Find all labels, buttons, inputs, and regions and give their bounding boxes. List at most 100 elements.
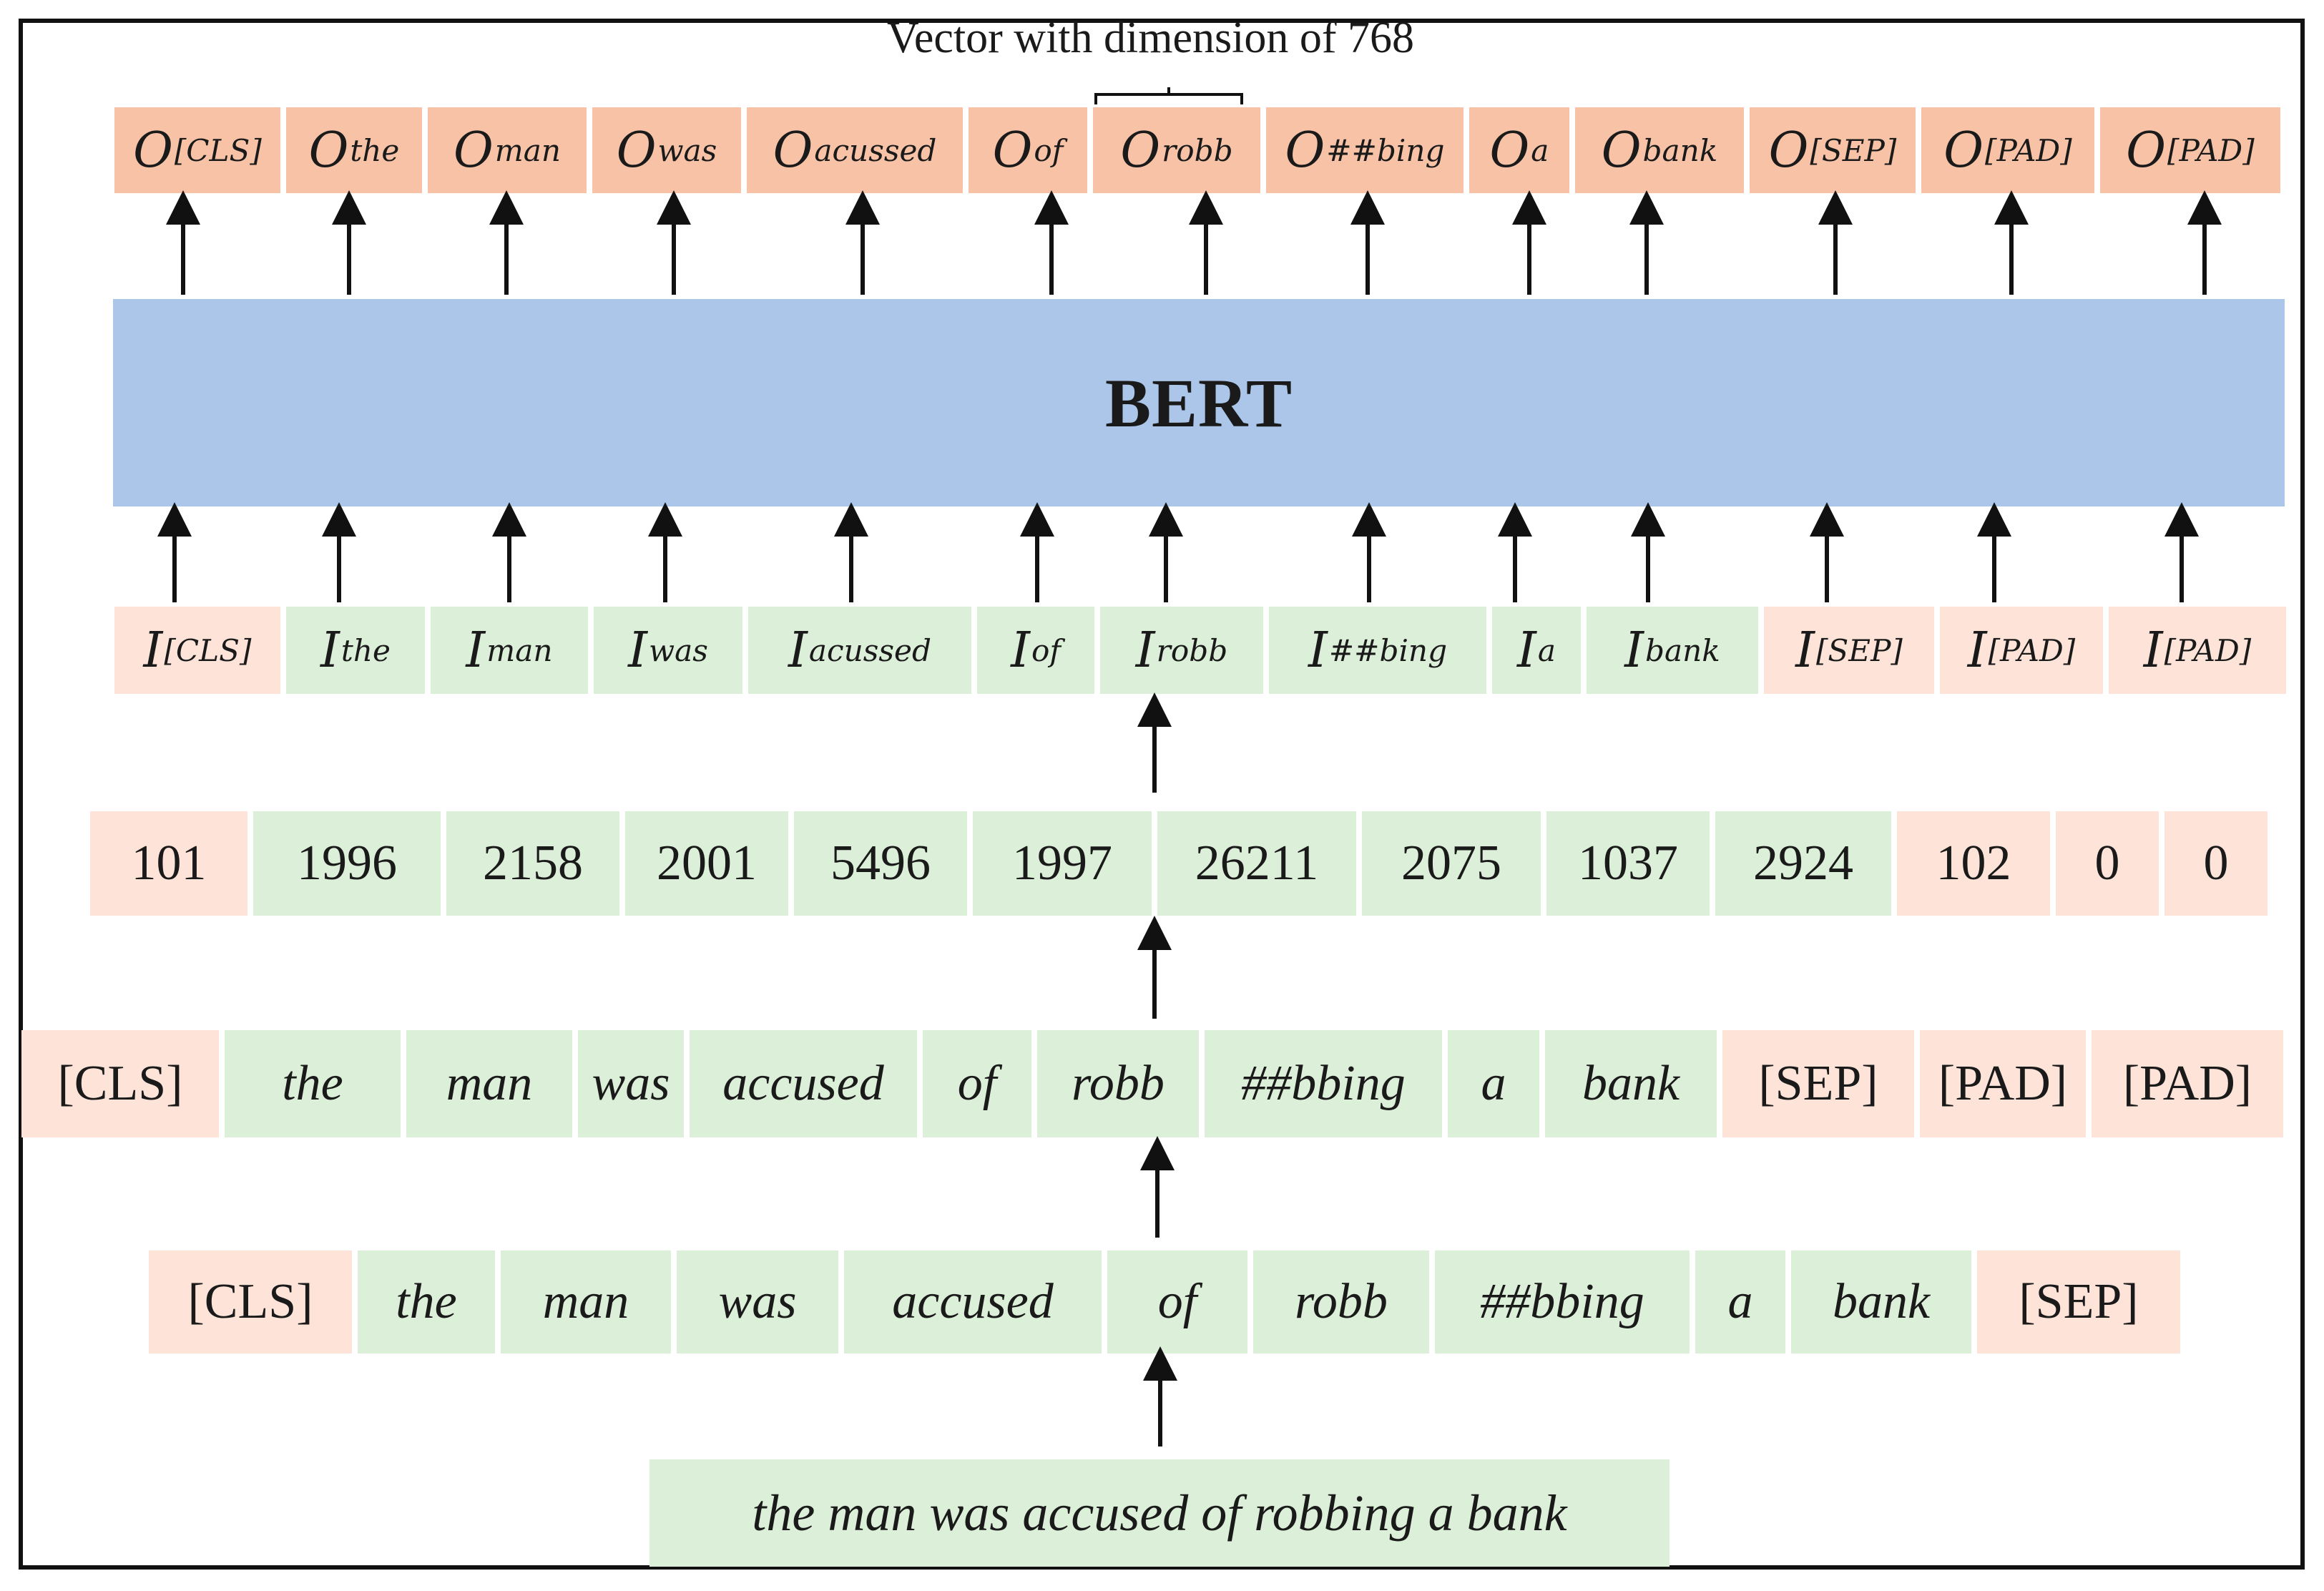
padded-token-the-cell: the: [225, 1030, 401, 1137]
token-id-0-cell: 0: [2164, 811, 2267, 916]
embedding-symbol: I: [466, 622, 486, 679]
output-symbol: O: [1120, 122, 1161, 179]
embedding-subscript: [CLS]: [164, 632, 252, 668]
token-id-0-cell: 0: [2056, 811, 2159, 916]
token-id-2924-cell: 2924: [1715, 811, 1891, 916]
output-cls-cell: O[CLS]: [114, 107, 280, 193]
token-robb-cell: robb: [1253, 1250, 1429, 1353]
token-a-cell: a: [1695, 1250, 1785, 1353]
output-symbol: O: [1768, 122, 1809, 179]
embedding-symbol: I: [788, 622, 808, 679]
output-subscript: [PAD]: [1985, 132, 2072, 168]
embedding-symbol: I: [143, 622, 163, 679]
bert-model-block: BERT: [113, 299, 2285, 506]
padded-token-bank-cell: bank: [1545, 1030, 1717, 1137]
embedding-sep-cell: I[SEP]: [1764, 607, 1934, 694]
output-subscript: [CLS]: [174, 132, 262, 168]
embedding-subscript: robb: [1156, 632, 1228, 668]
embedding-pad-cell: I[PAD]: [1940, 607, 2103, 694]
padded-token-sep-cell: [SEP]: [1722, 1030, 1914, 1137]
bert-label: BERT: [1104, 364, 1293, 441]
token-id-5496-cell: 5496: [794, 811, 967, 916]
token-accused-cell: accused: [844, 1250, 1102, 1353]
embedding-subscript: acussed: [808, 632, 931, 668]
output-subscript: [PAD]: [2167, 132, 2255, 168]
output-symbol: O: [2126, 122, 2167, 179]
token-id-1996-cell: 1996: [253, 811, 441, 916]
output-subscript: of: [1034, 132, 1064, 168]
embedding-subscript: a: [1537, 632, 1556, 668]
padded-token-man-cell: man: [406, 1030, 572, 1137]
token-id-1997-cell: 1997: [973, 811, 1152, 916]
embedding-subscript: the: [340, 632, 391, 668]
output-pad-cell: O[PAD]: [2100, 107, 2280, 193]
embedding-symbol: I: [1967, 622, 1987, 679]
token-cls-cell: [CLS]: [149, 1250, 352, 1353]
padded-token-pad-cell: [PAD]: [2092, 1030, 2283, 1137]
output-symbol: O: [133, 122, 173, 179]
padded-token-robb-cell: robb: [1037, 1030, 1199, 1137]
output-symbol: O: [616, 122, 657, 179]
output-subscript: a: [1531, 132, 1549, 168]
token-id-2075-cell: 2075: [1362, 811, 1541, 916]
padded-token-cls-cell: [CLS]: [21, 1030, 219, 1137]
token-man-cell: man: [501, 1250, 671, 1353]
padded-token-a-cell: a: [1448, 1030, 1539, 1137]
embedding-symbol: I: [2143, 622, 2163, 679]
token-id-2001-cell: 2001: [625, 811, 788, 916]
output-symbol: O: [992, 122, 1033, 179]
embedding-symbol: I: [1624, 622, 1644, 679]
token-id-101-cell: 101: [90, 811, 247, 916]
embedding-symbol: I: [628, 622, 647, 679]
padded-token-was-cell: was: [578, 1030, 684, 1137]
output-subscript: the: [350, 132, 400, 168]
embedding-subscript: [SEP]: [1815, 632, 1903, 668]
output-symbol: O: [1489, 122, 1530, 179]
diagram-frame: [19, 19, 2305, 1570]
token-of-cell: of: [1107, 1250, 1247, 1353]
token-id-102-cell: 102: [1897, 811, 2050, 916]
vector-dimension-label: Vector with dimension of 768: [887, 14, 1415, 62]
output-symbol: O: [453, 122, 494, 179]
output-subscript: man: [494, 132, 561, 168]
embedding-subscript: man: [486, 632, 553, 668]
output-subscript: acussed: [814, 132, 937, 168]
output-bing-cell: O##bing: [1266, 107, 1463, 193]
output-subscript: [SEP]: [1810, 132, 1897, 168]
embedding-symbol: I: [1011, 622, 1030, 679]
output-subscript: was: [657, 132, 717, 168]
output-symbol: O: [308, 122, 349, 179]
token-bank-cell: bank: [1791, 1250, 1971, 1353]
output-subscript: ##bing: [1326, 132, 1445, 168]
input-sentence: the man was accused of robbing a bank: [649, 1459, 1670, 1567]
embedding-subscript: [PAD]: [2164, 632, 2252, 668]
embedding-bing-cell: I##bing: [1269, 607, 1486, 694]
padded-token-of-cell: of: [923, 1030, 1031, 1137]
output-pad-cell: O[PAD]: [1921, 107, 2094, 193]
embedding-pad-cell: I[PAD]: [2109, 607, 2286, 694]
embedding-symbol: I: [1135, 622, 1155, 679]
embedding-subscript: [PAD]: [1988, 632, 2076, 668]
token-sep-cell: [SEP]: [1977, 1250, 2180, 1353]
output-symbol: O: [1943, 122, 1984, 179]
output-symbol: O: [1601, 122, 1642, 179]
embedding-symbol: I: [1516, 622, 1536, 679]
token-id-26211-cell: 26211: [1157, 811, 1356, 916]
